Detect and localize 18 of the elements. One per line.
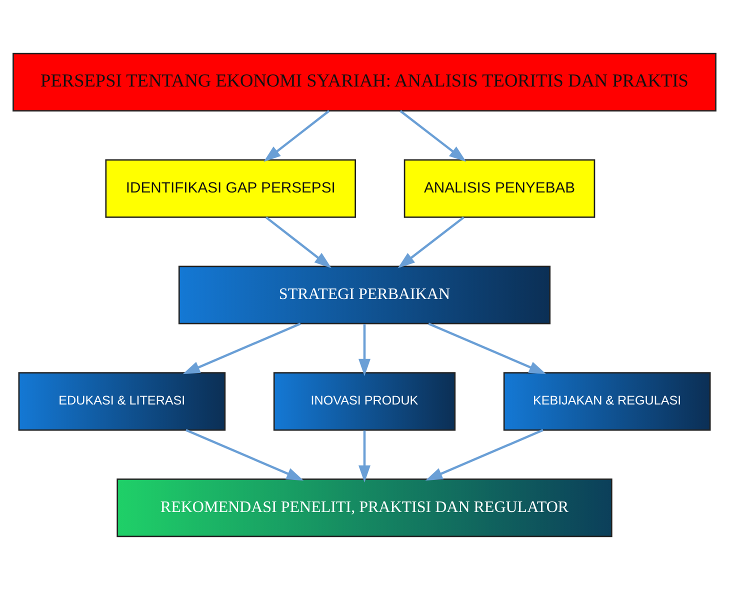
- arrow: [398, 216, 464, 268]
- arrow: [265, 216, 332, 268]
- arrow: [358, 430, 371, 482]
- arrow: [428, 322, 546, 374]
- arrow: [182, 322, 301, 374]
- node-box: PERSEPSI TENTANG EKONOMI SYARIAH: ANALISIS TEORITIS DAN PRAKTIS: [12, 52, 716, 111]
- arrow: [186, 428, 304, 480]
- arrow: [264, 110, 330, 162]
- node-box: REKOMENDASI PENELITI, PRAKTISI DAN REGULATOR: [116, 478, 612, 537]
- node-box: INOVASI PRODUK: [273, 372, 456, 430]
- node-box: EDUKASI & LITERASI: [18, 372, 226, 430]
- node-box: ANALISIS PENYEBAB: [404, 158, 596, 218]
- arrow: [425, 428, 544, 480]
- arrow: [358, 324, 371, 376]
- node-box: IDENTIFIKASI GAP PERSEPSI: [105, 158, 356, 218]
- arrow: [400, 110, 466, 162]
- node-box: KEBIJAKAN & REGULASI: [503, 372, 711, 430]
- node-box: STRATEGI PERBAIKAN: [178, 265, 551, 324]
